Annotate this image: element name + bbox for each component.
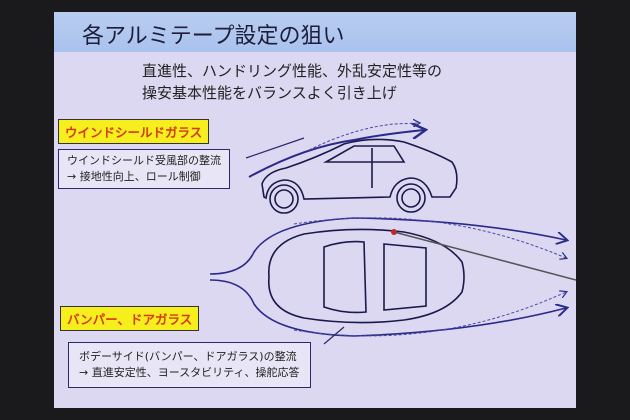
subtitle-line-2: 操安基本性能をバランスよく引き上げ	[142, 84, 397, 102]
note-bumper-line2: → 直進安定性、ヨースタビリティ、操舵応答	[79, 366, 300, 379]
car-diagrams	[209, 12, 576, 345]
note-bumper-door: ボデーサイド(バンパー、ドアガラス)の整流 → 直進安定性、ヨースタビリティ、操…	[68, 342, 311, 388]
airflow-dotted-top	[293, 217, 566, 258]
airflow-arrow-hood	[248, 130, 424, 178]
presentation-slide: 各アルミテープ設定の狙い 直進性、ハンドリング性能、外乱安定性等の 操安基本性能…	[54, 12, 576, 408]
slide-title: 各アルミテープ設定の狙い	[82, 24, 345, 49]
airflow-arrow-bottom	[209, 279, 566, 337]
note-windshield-line1: ウインドシールド受風部の整流	[67, 154, 221, 167]
tag-windshield: ウインドシールドガラス	[58, 119, 210, 144]
airflow-dotted-bottom	[293, 292, 566, 337]
airflow-arrow-dotted	[308, 123, 419, 151]
slide-subtitle: 直進性、ハンドリング性能、外乱安定性等の 操安基本性能をバランスよく引き上げ	[142, 60, 442, 104]
note-windshield: ウインドシールド受風部の整流 → 接地性向上、ロール制御	[58, 149, 230, 189]
side-view-car	[261, 138, 458, 214]
airflow-arrow-top	[209, 217, 566, 275]
subtitle-line-1: 直進性、ハンドリング性能、外乱安定性等の	[142, 62, 443, 80]
note-bumper-line1: ボデーサイド(バンパー、ドアガラス)の整流	[79, 350, 297, 363]
top-view-car	[268, 228, 465, 324]
pointer-stick	[393, 231, 576, 281]
note-windshield-line2: → 接地性向上、ロール制御	[67, 170, 201, 183]
title-bar: 各アルミテープ設定の狙い	[54, 12, 576, 52]
tag-bumper-door: バンパー、ドアガラス	[60, 306, 200, 331]
callout-tail-1	[245, 137, 305, 159]
callout-tail-2	[323, 326, 345, 345]
